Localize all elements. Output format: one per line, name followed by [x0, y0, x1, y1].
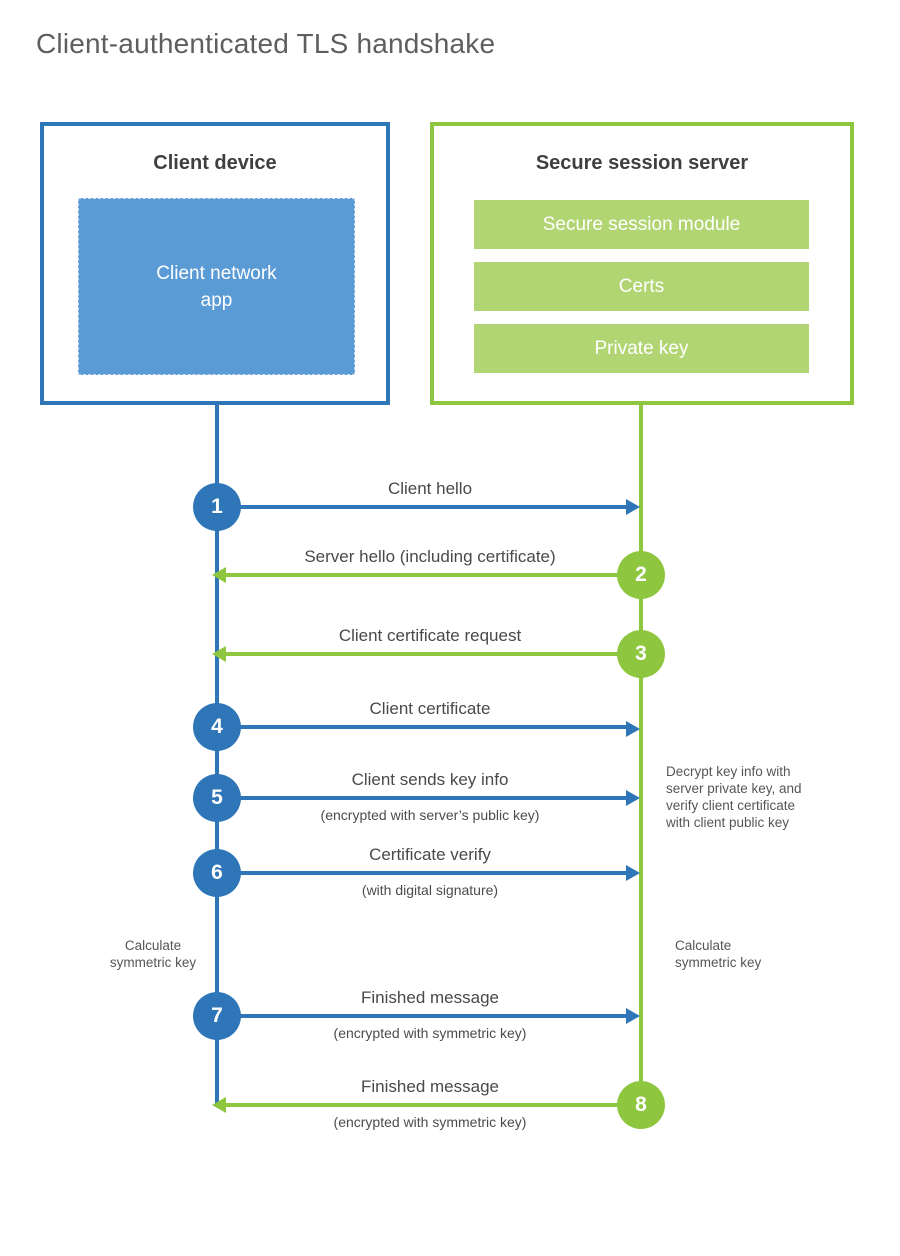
arrow-shaft: [226, 1103, 618, 1107]
step-badge-6: 6: [193, 849, 241, 897]
message-label: Finished message: [361, 1077, 499, 1096]
page-title: Client-authenticated TLS handshake: [36, 28, 496, 59]
message-label: Finished message: [361, 988, 499, 1007]
server-module-certs: Certs: [474, 262, 809, 311]
step-badge-7: 7: [193, 992, 241, 1040]
message-label: Server hello (including certificate): [304, 547, 556, 566]
message-label: Client certificate: [369, 699, 491, 718]
message-label: Client sends key info: [351, 770, 509, 789]
arrow-shaft: [226, 652, 618, 656]
message-sublabel: (encrypted with server’s public key): [320, 807, 540, 823]
server-module-secure-session: Secure session module: [474, 200, 809, 249]
arrow-shaft: [240, 871, 626, 875]
client-device-box: Client device Client network app: [40, 122, 390, 405]
step-badge-8: 8: [617, 1081, 665, 1129]
arrow-head-right-icon: [626, 1008, 640, 1024]
arrow-head-right-icon: [626, 865, 640, 881]
message-label: Certificate verify: [369, 845, 491, 864]
client-device-title: Client device: [153, 152, 277, 174]
step-badge-3: 3: [617, 630, 665, 678]
secure-session-server-box: Secure session server Secure session mod…: [430, 122, 854, 405]
arrow-head-right-icon: [626, 499, 640, 515]
step-badge-4: 4: [193, 703, 241, 751]
message-sublabel: (encrypted with symmetric key): [333, 1025, 527, 1041]
server-lifeline: [639, 405, 643, 1107]
arrow-head-right-icon: [626, 721, 640, 737]
calculate-symmetric-key-client: Calculate symmetric key: [109, 938, 197, 970]
arrow-head-left-icon: [212, 646, 226, 662]
server-title: Secure session server: [535, 152, 749, 174]
client-network-app-box: Client network app: [78, 198, 355, 375]
arrow-shaft: [240, 505, 626, 509]
arrow-shaft: [240, 796, 626, 800]
step-badge-1: 1: [193, 483, 241, 531]
arrow-shaft: [240, 725, 626, 729]
arrow-head-left-icon: [212, 1097, 226, 1113]
arrow-shaft: [240, 1014, 626, 1018]
message-sublabel: (encrypted with symmetric key): [333, 1114, 527, 1130]
message-sublabel: (with digital signature): [361, 882, 499, 898]
step-badge-2: 2: [617, 551, 665, 599]
calculate-symmetric-key-server: Calculate symmetric key: [675, 938, 762, 970]
arrow-shaft: [226, 573, 618, 577]
arrow-head-left-icon: [212, 567, 226, 583]
arrow-head-right-icon: [626, 790, 640, 806]
server-module-private-key: Private key: [474, 324, 809, 373]
message-label: Client certificate request: [338, 626, 522, 645]
client-lifeline: [215, 405, 219, 1107]
step-badge-5: 5: [193, 774, 241, 822]
decrypt-note: Decrypt key info with server private key…: [666, 764, 802, 830]
message-label: Client hello: [387, 479, 473, 498]
